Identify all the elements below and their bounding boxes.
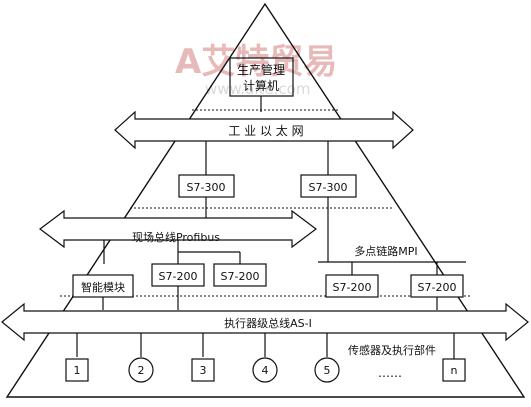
- s7-200-d-label: S7-200: [418, 281, 457, 294]
- profibus-label: 现场总线Profibus: [132, 230, 220, 244]
- node-ellipsis: ……: [378, 366, 402, 380]
- s7-200-c-box: S7-200: [325, 274, 379, 298]
- node-3-label: 3: [200, 364, 207, 377]
- s7-300-right-box: S7-300: [300, 174, 357, 198]
- node-n: n: [442, 358, 466, 382]
- node-4: 4: [252, 357, 278, 383]
- sensors-label: 传感器及执行部件: [348, 343, 436, 357]
- pyramid-outline: [5, 2, 526, 398]
- watermark-brand: A艾特贸易: [175, 42, 337, 82]
- node-5-label: 5: [324, 364, 331, 377]
- asi-bus: 执行器级总线AS-I: [1, 302, 529, 342]
- s7-200-a-label: S7-200: [159, 270, 198, 283]
- mpi-bus: 多点链路MPI: [318, 244, 466, 263]
- smart-module-label: 智能模块: [81, 280, 125, 294]
- s7-200-b-box: S7-200: [213, 263, 267, 287]
- watermark-url: www.aite.com: [205, 80, 310, 98]
- s7-200-b-label: S7-200: [221, 270, 260, 283]
- smart-module-box: 智能模块: [72, 274, 134, 298]
- s7-200-d-box: S7-200: [410, 274, 464, 298]
- asi-label: 执行器级总线AS-I: [224, 316, 312, 330]
- s7-300-right-label: S7-300: [309, 181, 348, 194]
- node-1: 1: [65, 358, 89, 382]
- management-computer-box: 生产管理 计算机: [229, 57, 294, 97]
- industrial-ethernet-bus: 工 业 以 太 网: [114, 110, 414, 150]
- node-5: 5: [314, 357, 340, 383]
- s7-300-left-box: S7-300: [178, 174, 235, 198]
- s7-200-c-label: S7-200: [333, 281, 372, 294]
- ethernet-label: 工 业 以 太 网: [228, 123, 303, 138]
- watermark: A艾特贸易 www.aite.com: [175, 42, 337, 98]
- management-label-line1: 生产管理: [237, 62, 285, 77]
- node-3: 3: [191, 358, 215, 382]
- node-1-label: 1: [74, 364, 81, 377]
- s7-200-a-box: S7-200: [151, 263, 205, 287]
- node-4-label: 4: [262, 364, 269, 377]
- node-n-label: n: [451, 364, 458, 377]
- node-2-label: 2: [138, 364, 145, 377]
- management-label-line2: 计算机: [243, 78, 279, 93]
- profibus-bus: 现场总线Profibus: [39, 209, 317, 249]
- mpi-label: 多点链路MPI: [354, 244, 417, 258]
- s7-300-left-label: S7-300: [187, 181, 226, 194]
- node-2: 2: [128, 357, 154, 383]
